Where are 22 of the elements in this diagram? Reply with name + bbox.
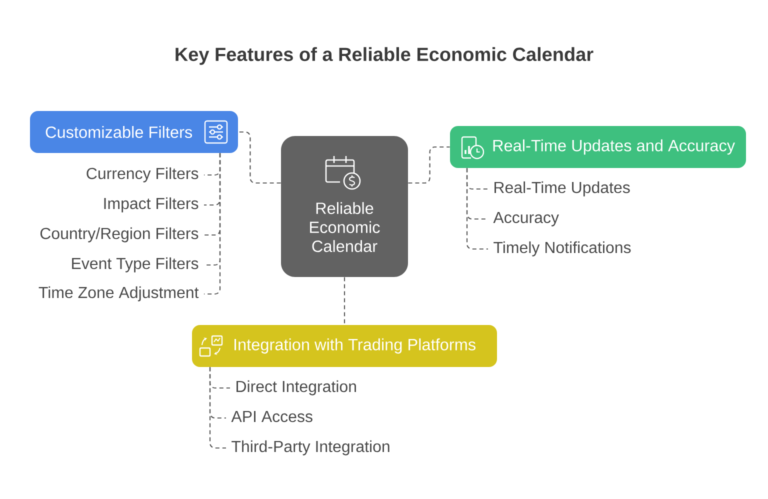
item-text: Currency Filters <box>86 167 198 182</box>
central-box: Reliable Economic Calendar <box>281 136 408 277</box>
feature-box: Real-Time Updates and Accuracy <box>450 126 746 168</box>
connector <box>209 367 226 449</box>
item-text: Third-Party Integration <box>232 440 390 456</box>
item-text: Country/Region Filters <box>40 227 198 242</box>
connector <box>204 153 221 295</box>
item-text: Real-Time Updates <box>494 181 630 196</box>
title: Key Features of a Reliable Economic Calendar <box>176 47 594 65</box>
connector <box>238 131 281 184</box>
feature-box: Integration with Trading Platforms <box>192 325 497 367</box>
item-text: Impact Filters <box>104 197 198 212</box>
item-text: Timely Notifications <box>494 241 631 256</box>
item-text: Event Type Filters <box>72 257 198 272</box>
item-text: Accuracy <box>493 212 559 226</box>
item-text: API Access <box>231 411 312 422</box>
item-text: Direct Integration <box>236 380 356 396</box>
connector <box>344 277 346 325</box>
feature-box: Customizable Filters <box>30 111 238 153</box>
connector <box>466 168 488 250</box>
connector <box>408 146 450 184</box>
item-text: Time Zone Adjustment <box>38 286 199 302</box>
